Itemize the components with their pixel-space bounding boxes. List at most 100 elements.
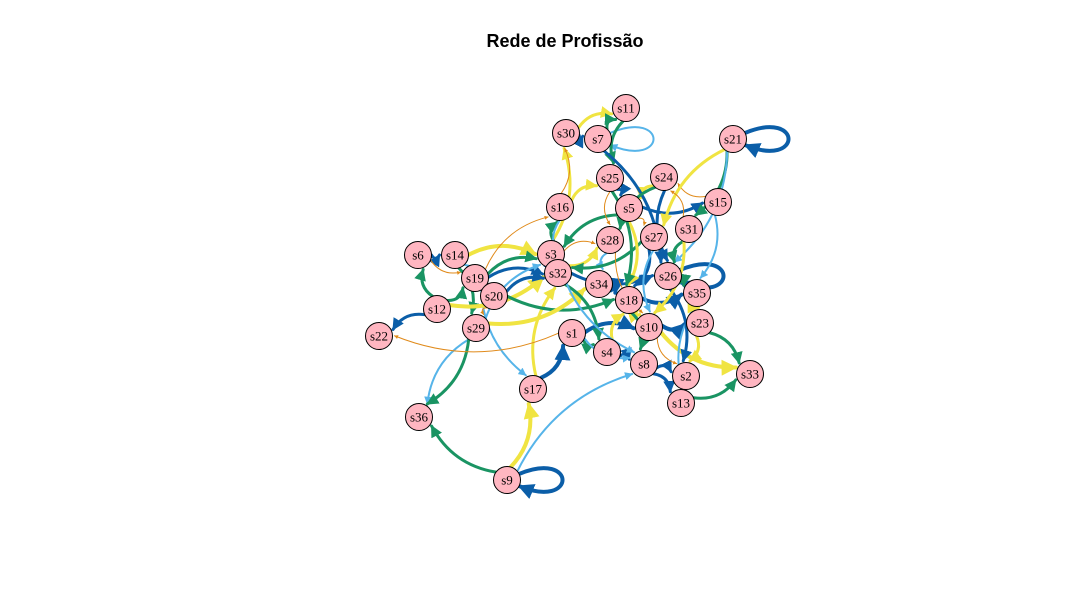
edge-s19-s16: [484, 215, 549, 270]
edge-s15-s35: [699, 214, 719, 279]
node-label: s13: [672, 396, 690, 411]
node-circle: [683, 279, 711, 307]
node-label: s17: [524, 382, 543, 397]
edge-s29-s34: [486, 287, 587, 327]
node-label: s2: [680, 369, 692, 384]
node-label: s32: [549, 266, 567, 281]
node-label: s9: [501, 473, 513, 488]
node-circle: [404, 241, 432, 269]
edge-s9-s8: [516, 372, 634, 473]
node-label: s21: [724, 132, 742, 147]
node-circle: [546, 193, 574, 221]
node-s21: s21: [719, 125, 747, 153]
node-circle: [654, 262, 682, 290]
edge-s12-s6: [414, 268, 435, 298]
node-s33: s33: [736, 360, 764, 388]
node-s10: s10: [635, 313, 663, 341]
node-s29: s29: [462, 314, 490, 342]
edge-s12-s22: [391, 312, 427, 331]
node-label: s14: [446, 248, 465, 263]
node-s18: s18: [615, 286, 643, 314]
node-label: s6: [412, 248, 424, 263]
node-s30: s30: [552, 119, 580, 147]
node-circle: [675, 215, 703, 243]
node-s14: s14: [441, 241, 469, 269]
node-label: s23: [691, 316, 709, 331]
edge-s20-s32: [505, 270, 545, 293]
edge-s19-s3: [486, 250, 538, 276]
node-circle: [558, 319, 586, 347]
node-circle: [593, 338, 621, 366]
node-label: s29: [467, 321, 485, 336]
node-label: s18: [620, 293, 638, 308]
node-s20: s20: [480, 282, 508, 310]
node-circle: [630, 350, 658, 378]
node-circle: [596, 226, 624, 254]
edge-s6-s19: [430, 259, 462, 275]
edge-s17-s32: [531, 286, 557, 378]
node-s4: s4: [593, 338, 621, 366]
edge-s5-s3: [562, 213, 619, 248]
node-s2: s2: [672, 362, 700, 390]
node-label: s11: [617, 101, 635, 116]
edge-s10-s23: [660, 322, 687, 340]
node-s11: s11: [612, 94, 640, 122]
edge-s9-s17: [508, 401, 540, 470]
node-label: s36: [410, 410, 429, 425]
node-circle: [672, 362, 700, 390]
node-circle: [736, 360, 764, 388]
edge-s21-s27: [660, 148, 727, 227]
node-label: s35: [688, 286, 706, 301]
node-s16: s16: [546, 193, 574, 221]
edge-s29-s36: [424, 338, 470, 405]
node-s31: s31: [675, 215, 703, 243]
node-circle: [480, 282, 508, 310]
edge-s9-s36: [430, 424, 498, 474]
node-s19: s19: [461, 264, 489, 292]
edge-s14-s3: [466, 240, 538, 257]
edge-s30-s7: [572, 133, 585, 149]
node-s35: s35: [683, 279, 711, 307]
node-s9: s9: [493, 466, 521, 494]
node-label: s25: [601, 171, 619, 186]
edge-s1-s10: [583, 314, 636, 334]
edge-s16-s30: [560, 147, 571, 195]
node-circle: [650, 163, 678, 191]
node-label: s31: [680, 222, 698, 237]
node-label: s20: [485, 289, 503, 304]
node-s22: s22: [365, 322, 393, 350]
edge-s27-s10: [642, 249, 655, 313]
edge-s4-s18: [609, 312, 625, 342]
node-label: s28: [601, 233, 619, 248]
node-s17: s17: [519, 375, 547, 403]
node-s32: s32: [544, 259, 572, 287]
node-circle: [704, 188, 732, 216]
node-s23: s23: [686, 309, 714, 337]
node-circle: [552, 119, 580, 147]
edge-s17-s1: [538, 343, 571, 380]
edge-s32-s4: [563, 282, 605, 341]
edge-layer: [391, 106, 791, 499]
node-layer: s1s2s3s4s5s6s7s8s9s10s11s12s13s14s15s16s…: [365, 94, 764, 494]
node-label: s3: [545, 247, 557, 262]
edge-s3-s28: [563, 240, 596, 252]
node-label: s19: [466, 271, 484, 286]
edge-s10-s2: [656, 337, 678, 365]
node-s12: s12: [423, 295, 451, 323]
edge-s5-s27: [637, 217, 647, 226]
node-circle: [493, 466, 521, 494]
node-circle: [585, 270, 613, 298]
node-circle: [461, 264, 489, 292]
edge-s16-s25: [570, 178, 599, 202]
node-s25: s25: [596, 164, 624, 192]
edge-s25-s5: [615, 182, 632, 197]
edge-s6-s14: [428, 253, 441, 268]
node-label: s24: [655, 170, 674, 185]
node-label: s16: [551, 200, 570, 215]
edge-s8-s13: [651, 372, 676, 394]
node-circle: [686, 309, 714, 337]
node-circle: [423, 295, 451, 323]
edge-s20-s29: [480, 307, 488, 315]
node-label: s22: [370, 329, 388, 344]
